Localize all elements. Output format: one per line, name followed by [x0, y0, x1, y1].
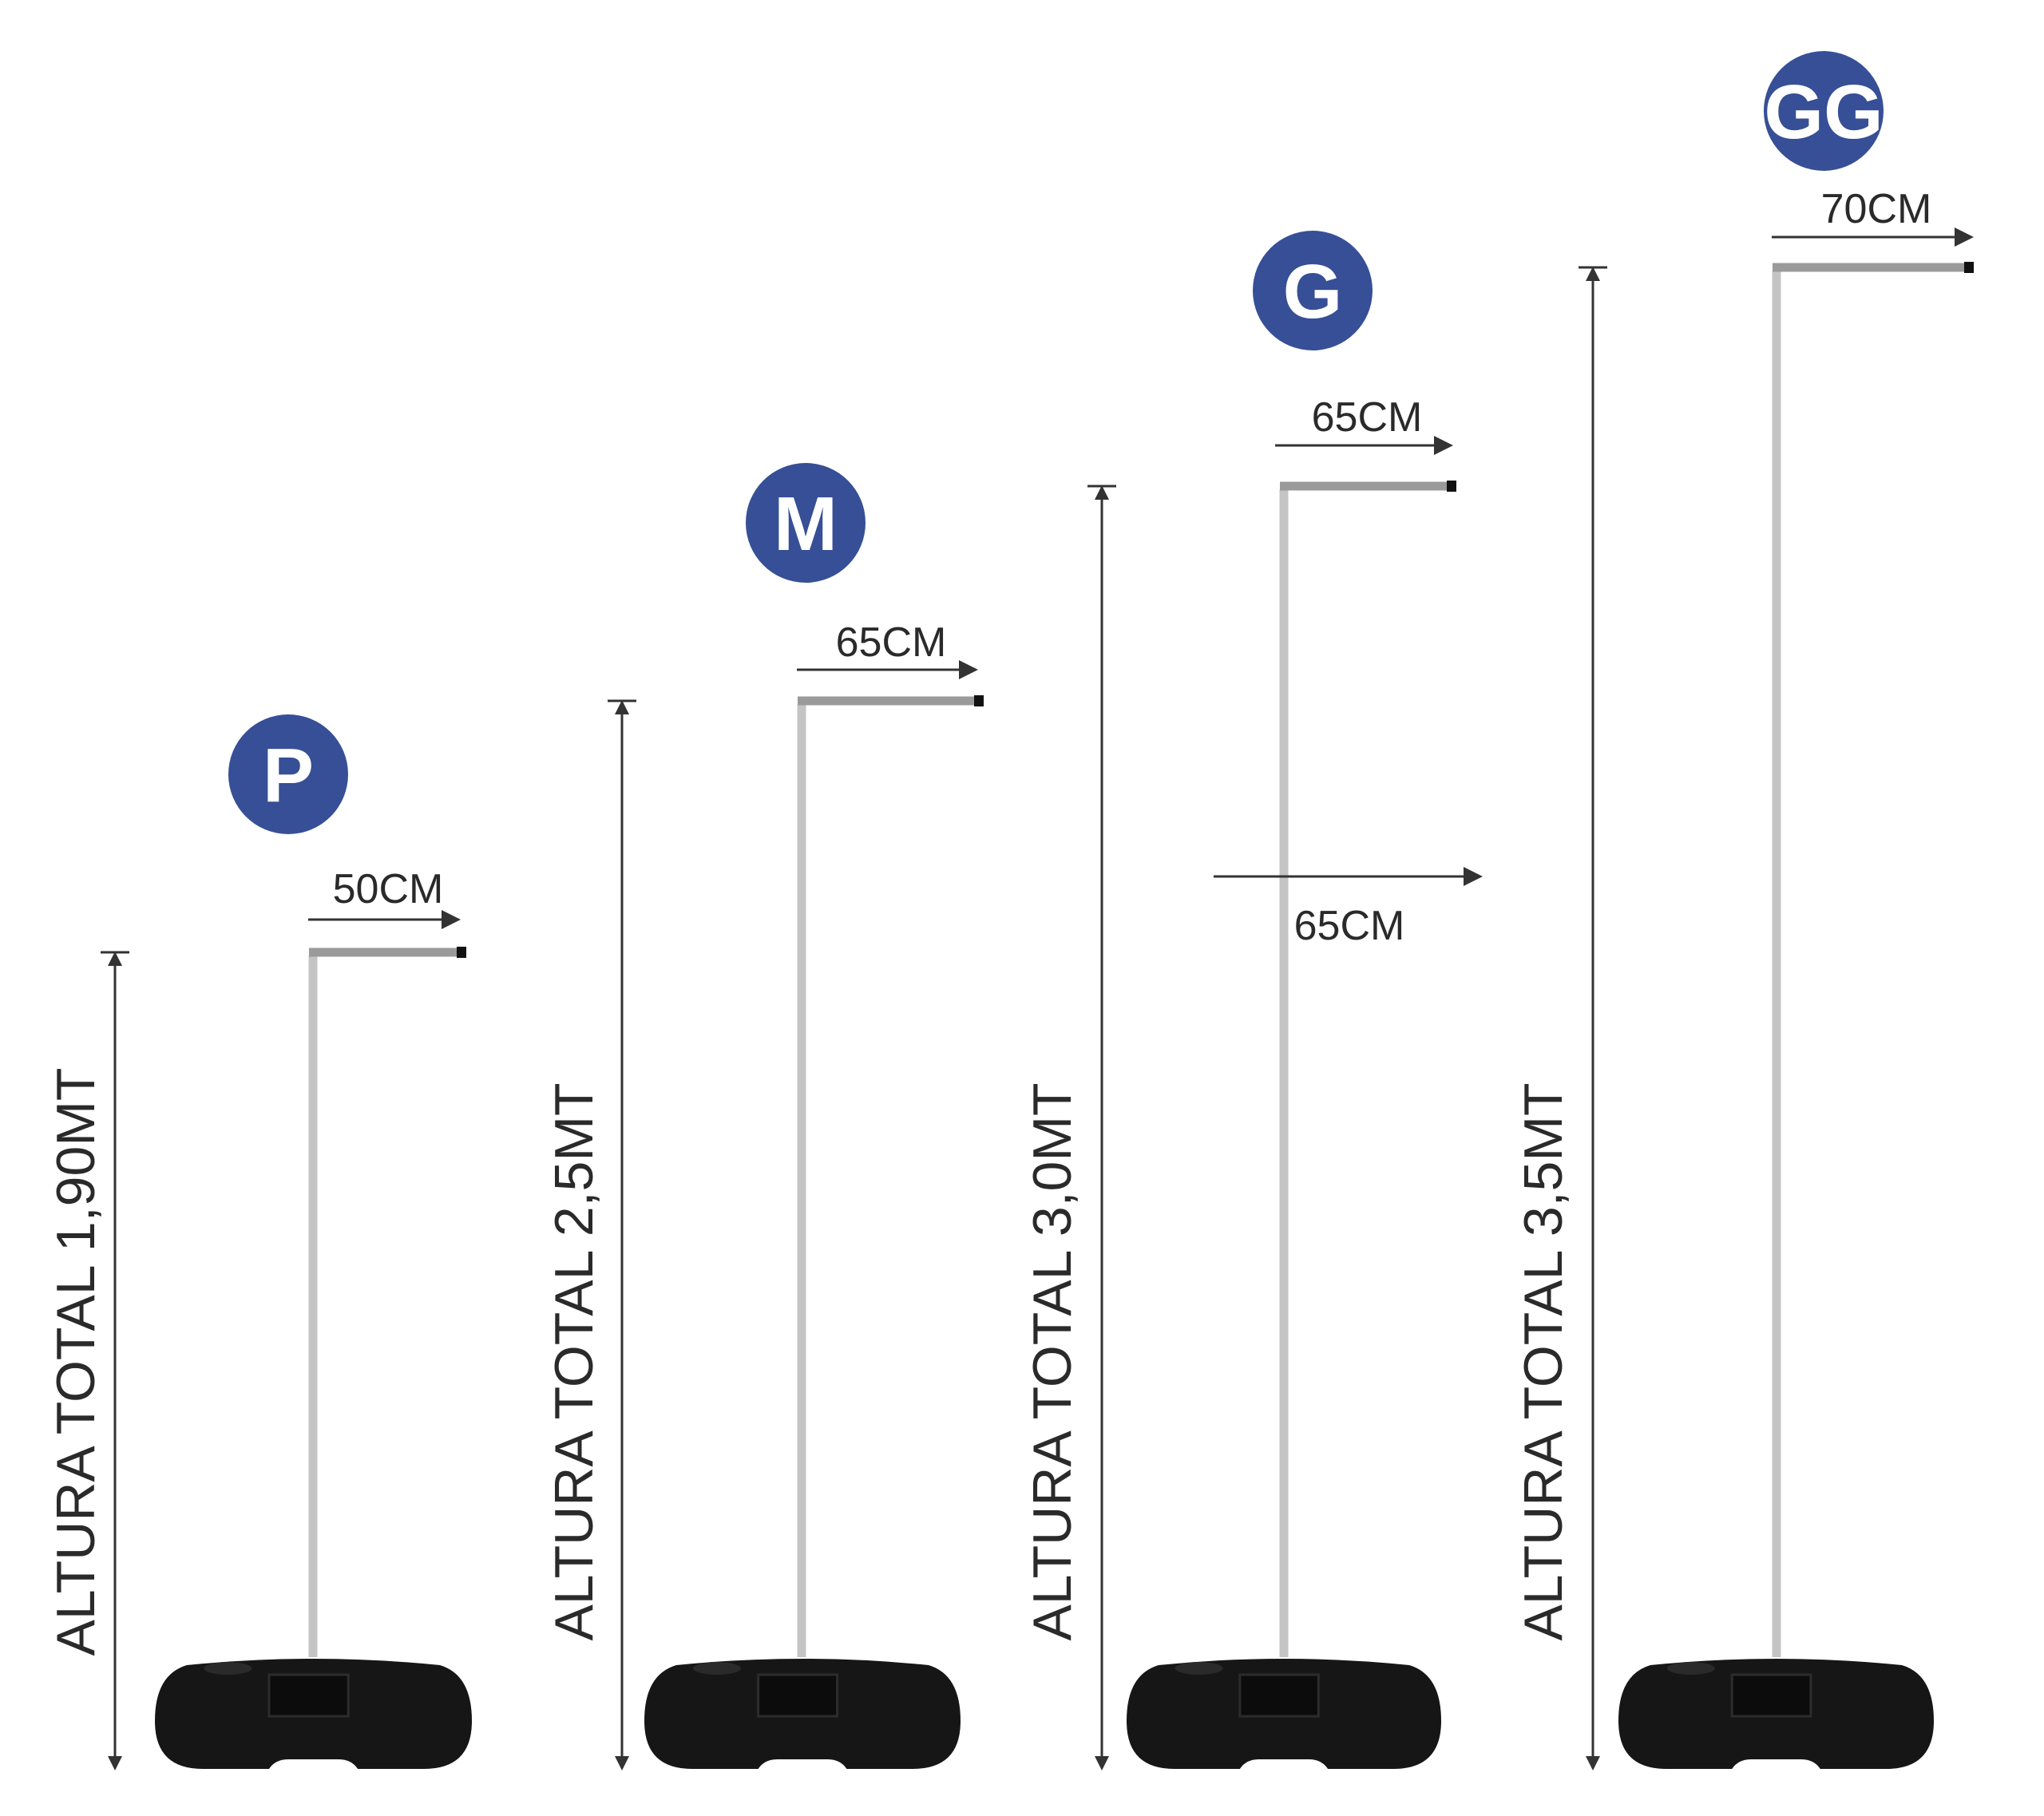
- product-g: ALTURA TOTAL 3,0MT 65CM 65CM G: [1022, 231, 1483, 1771]
- size-badge: [228, 714, 348, 834]
- arm-width-label: 65CM: [836, 619, 947, 666]
- product-m: ALTURA TOTAL 2,5MT 65CM M: [544, 463, 984, 1771]
- size-badge-letter: M: [774, 481, 838, 567]
- total-height-label: ALTURA TOTAL 1,90MT: [46, 1068, 106, 1656]
- arm-end-cap: [1447, 481, 1456, 492]
- weighted-base: [155, 1659, 472, 1769]
- size-badge-letter: P: [263, 733, 314, 818]
- total-height-label: ALTURA TOTAL 3,0MT: [1022, 1082, 1083, 1640]
- arm-width-label: 50CM: [333, 866, 444, 912]
- size-badge: [1764, 51, 1884, 171]
- weighted-base: [644, 1659, 961, 1769]
- arm-end-cap: [457, 947, 466, 958]
- arm-end-cap: [1964, 262, 1974, 273]
- size-badge-letter: GG: [1764, 69, 1883, 155]
- total-height-label: ALTURA TOTAL 3,5MT: [1513, 1082, 1574, 1640]
- weighted-base: [1127, 1659, 1441, 1769]
- size-badge: [746, 463, 866, 583]
- size-badge: [1253, 231, 1373, 350]
- weighted-base: [1618, 1659, 1934, 1769]
- arm-width-label: 65CM: [1312, 394, 1423, 441]
- size-badge-letter: G: [1283, 249, 1343, 334]
- product-gg: ALTURA TOTAL 3,5MT 70CM GG: [1513, 51, 1974, 1771]
- extra-width-label: 65CM: [1294, 903, 1405, 949]
- arm-width-label: 70CM: [1821, 186, 1932, 232]
- total-height-label: ALTURA TOTAL 2,5MT: [544, 1082, 604, 1640]
- arm-end-cap: [974, 695, 984, 706]
- product-p: ALTURA TOTAL 1,90MT 50CM P: [46, 714, 472, 1771]
